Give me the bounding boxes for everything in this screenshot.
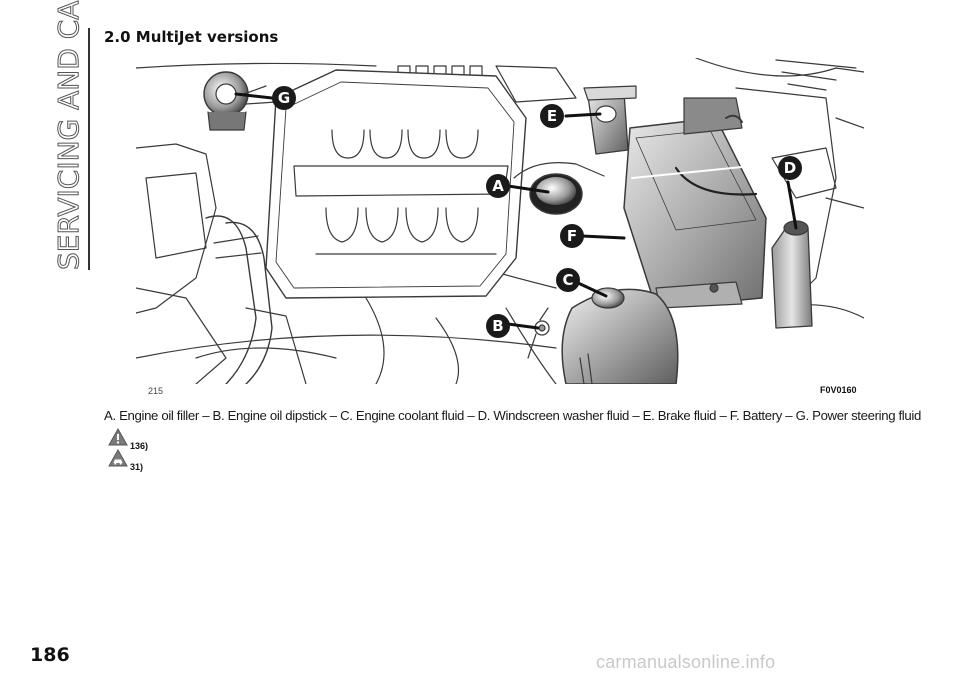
callout-badge: G xyxy=(272,86,296,110)
callout-badge: C xyxy=(556,268,580,292)
engine-bay-illustration: G E D A F C B xyxy=(136,58,864,384)
figure-code: F0V0160 xyxy=(820,385,857,395)
watermark: carmanualsonline.info xyxy=(596,652,776,672)
figure-number: 215 xyxy=(148,386,164,396)
callout-badge: B xyxy=(486,314,510,338)
side-divider xyxy=(88,28,90,270)
reference-warning[interactable]: 136) xyxy=(108,427,149,451)
callout-badge: F xyxy=(560,224,584,248)
page-number: 186 xyxy=(30,644,70,666)
reference-number: 31) xyxy=(130,462,144,472)
callout-badge: E xyxy=(540,104,564,128)
callout-badge: D xyxy=(778,156,802,180)
reference-attention[interactable]: 31) xyxy=(108,448,144,472)
figure-caption: A. Engine oil filler – B. Engine oil dip… xyxy=(104,408,921,423)
car-attention-icon xyxy=(108,448,128,472)
reference-number: 136) xyxy=(130,441,149,451)
section-side-title: SERVICING AND CARE xyxy=(52,0,86,271)
callout-badge: A xyxy=(486,174,510,198)
section-heading: 2.0 MultiJet versions xyxy=(104,28,279,46)
warning-triangle-icon xyxy=(108,427,128,451)
